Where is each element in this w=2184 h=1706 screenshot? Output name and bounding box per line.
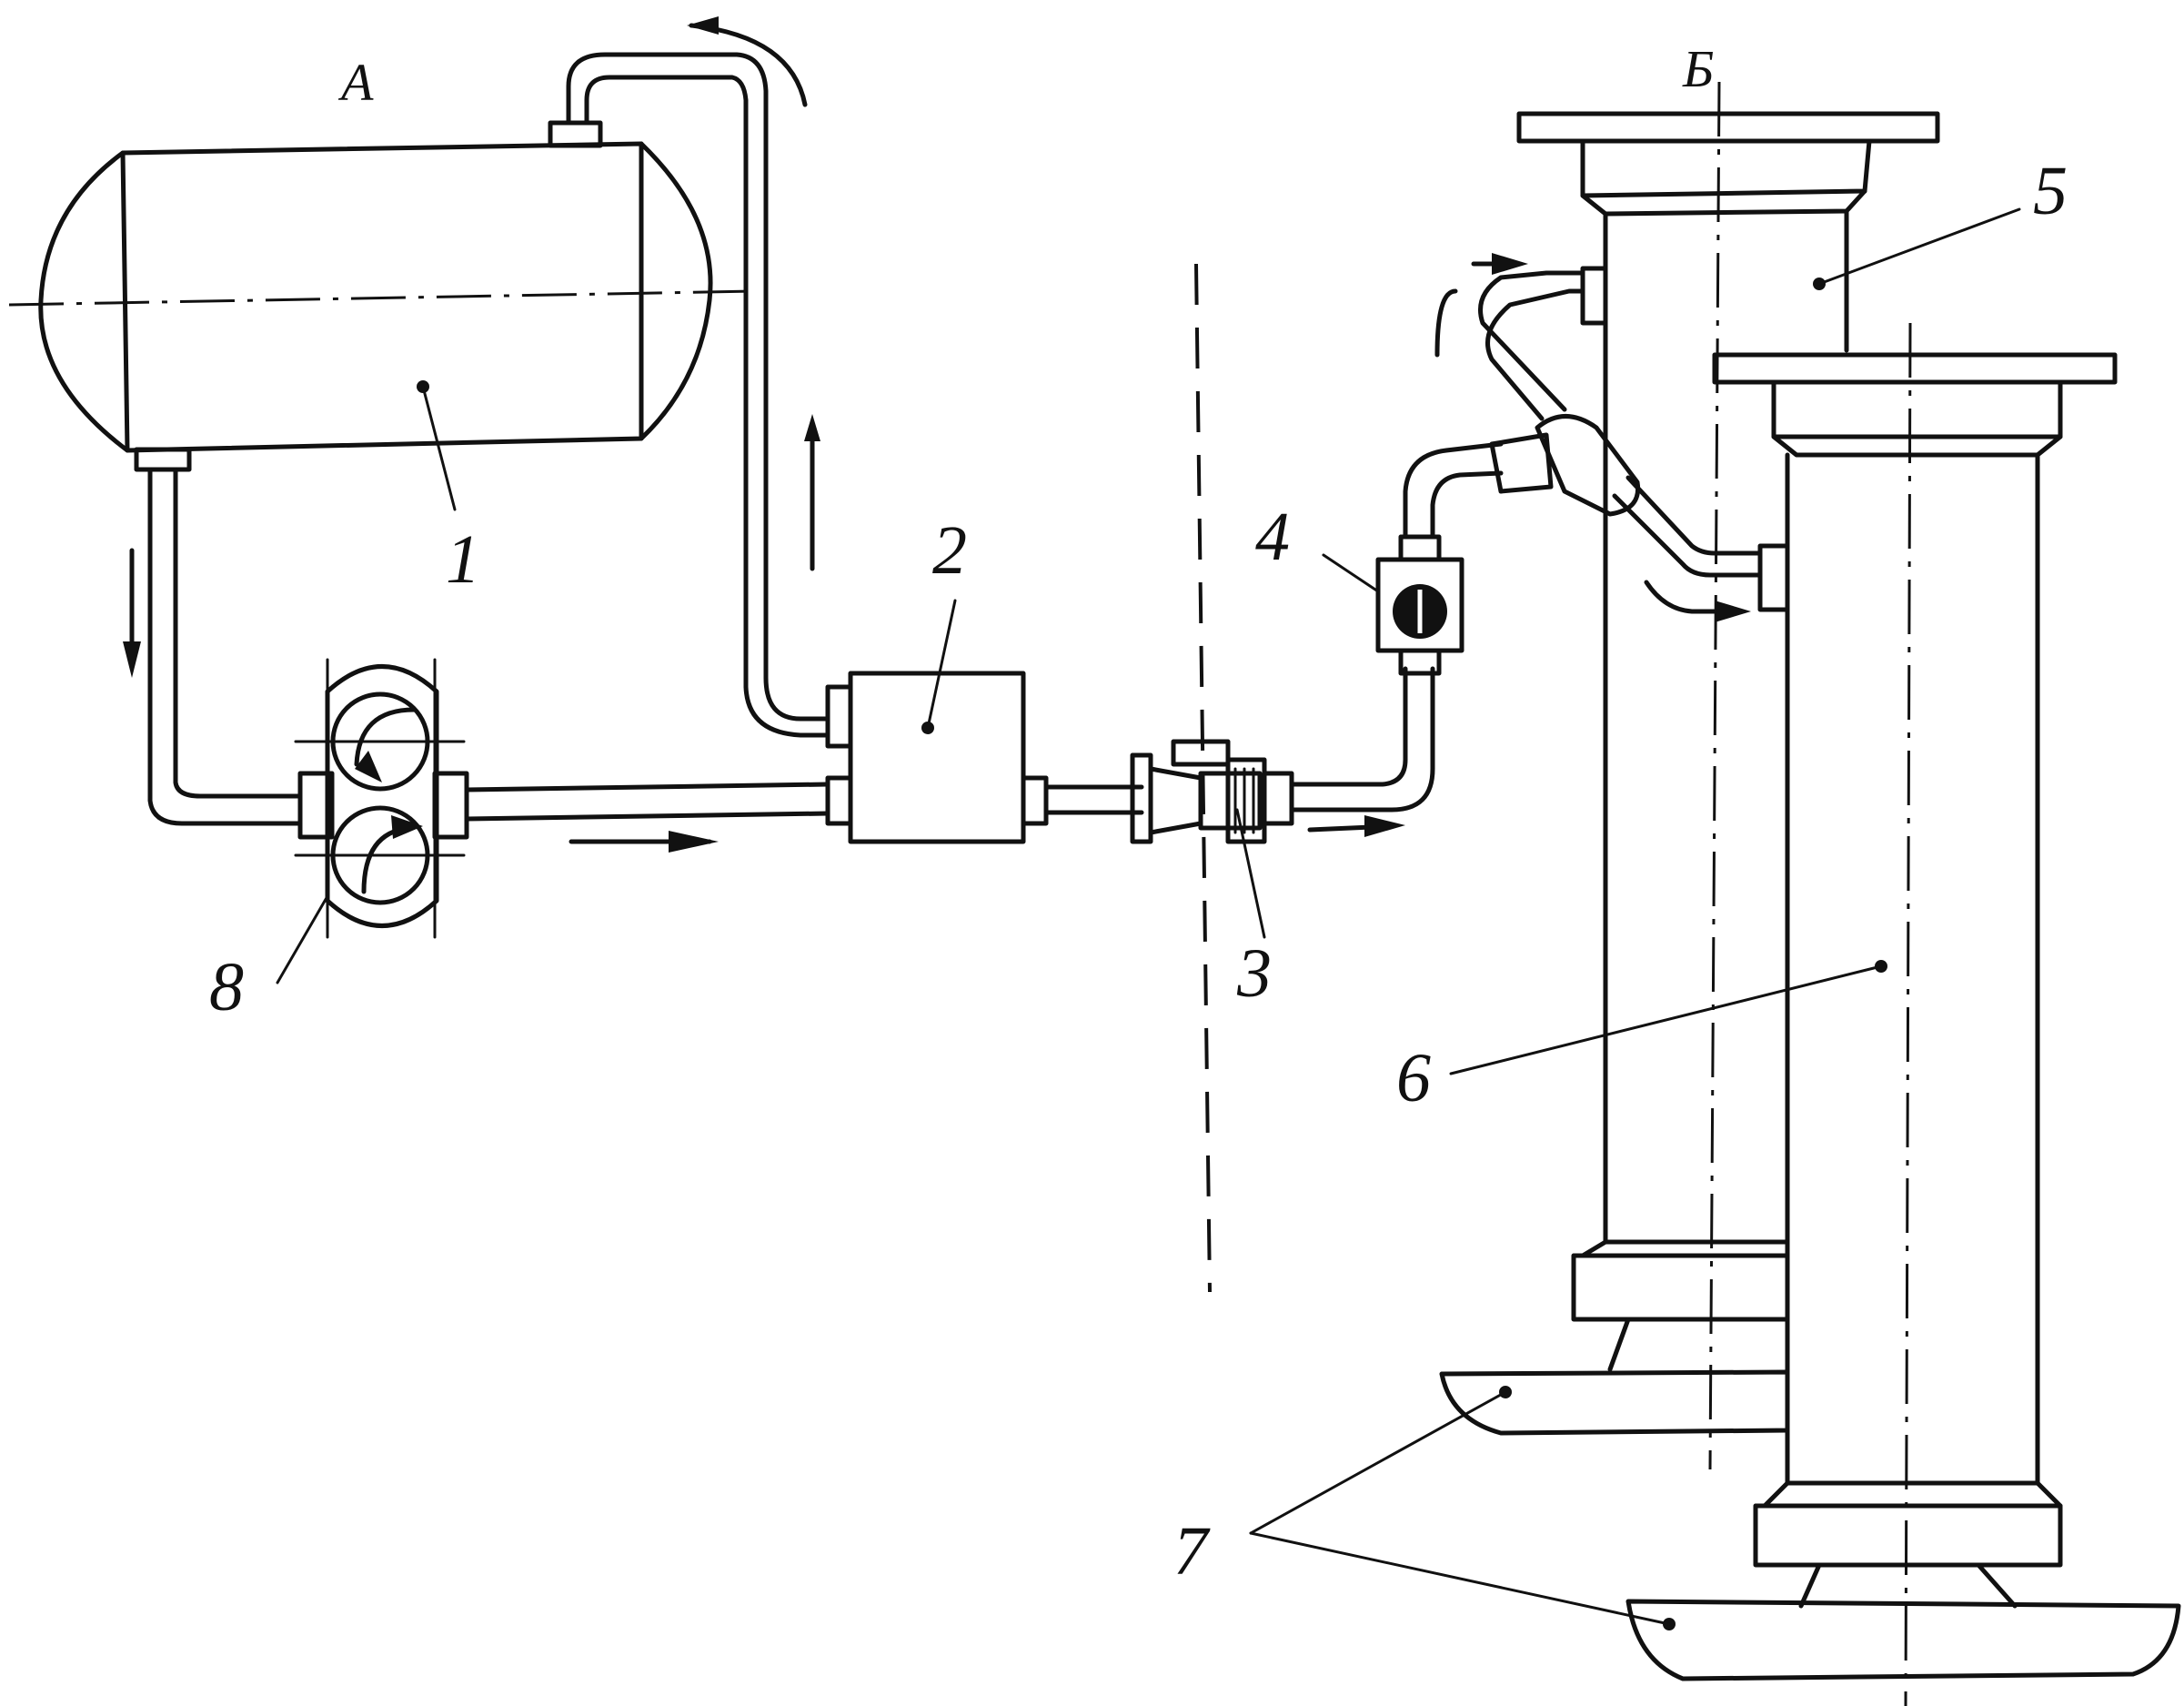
filter-outlet-pipe — [1043, 784, 1144, 815]
zone-label-b: Б — [1682, 39, 1714, 98]
filter-box — [825, 671, 1049, 844]
flowmeter — [1375, 534, 1464, 676]
callout-6-label: 6 — [1396, 1040, 1431, 1116]
gear-pump — [294, 658, 469, 939]
column-back — [1516, 81, 1940, 1470]
callout-4: 4 — [1255, 499, 1380, 593]
zone-label-a: А — [337, 53, 374, 112]
callout-4-label: 4 — [1255, 499, 1290, 575]
callout-2-label: 2 — [932, 512, 967, 589]
tray-back — [1439, 1369, 1790, 1436]
column-front — [1712, 322, 2118, 1706]
tray-front — [1625, 1599, 2181, 1681]
callout-7: 7 — [1173, 1390, 1671, 1626]
pressure-pipe — [464, 782, 830, 853]
callout-5: 5 — [1817, 153, 2068, 286]
storage-tank — [8, 120, 756, 472]
valve-outlet-pipe — [1289, 666, 1435, 837]
distribution-pipe — [1403, 253, 1763, 622]
callout-7-label: 7 — [1173, 1513, 1211, 1590]
callout-3: 3 — [1235, 808, 1272, 1012]
callout-3-label: 3 — [1236, 935, 1272, 1012]
callout-6: 6 — [1396, 964, 1883, 1116]
suction-pipe — [123, 467, 303, 826]
callout-2: 2 — [926, 512, 967, 730]
return-pipe — [566, 16, 830, 738]
valve — [1130, 739, 1294, 844]
callout-1: 1 — [421, 385, 480, 598]
callout-1-label: 1 — [446, 521, 480, 598]
callout-5-label: 5 — [2033, 153, 2068, 229]
callout-8-label: 8 — [209, 949, 244, 1025]
callout-8: 8 — [209, 894, 329, 1025]
